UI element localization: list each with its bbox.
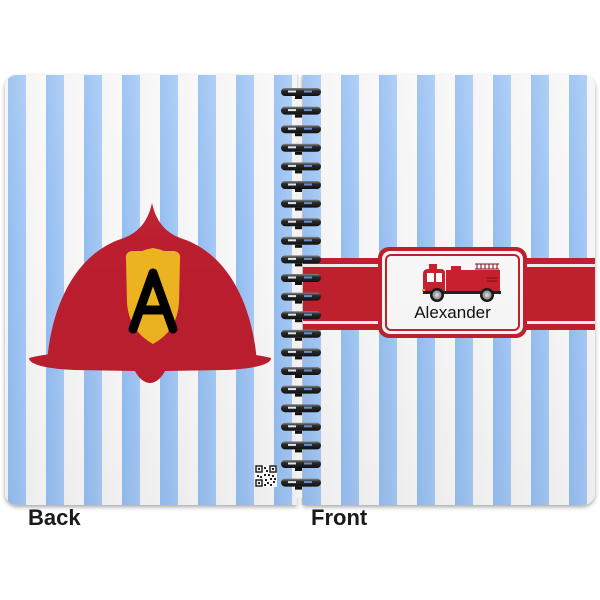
personalized-name: Alexander [414, 303, 491, 322]
name-label: Alexander [378, 247, 527, 338]
back-cover [5, 75, 297, 505]
fire-helmet-icon [29, 203, 271, 383]
fire-truck-icon [422, 263, 501, 302]
front-cover: Alexander [303, 75, 595, 505]
front-caption: Front [311, 505, 368, 530]
back-caption: Back [28, 505, 81, 530]
qr-code-icon [255, 465, 277, 487]
spiral-binding-icon [281, 88, 321, 498]
